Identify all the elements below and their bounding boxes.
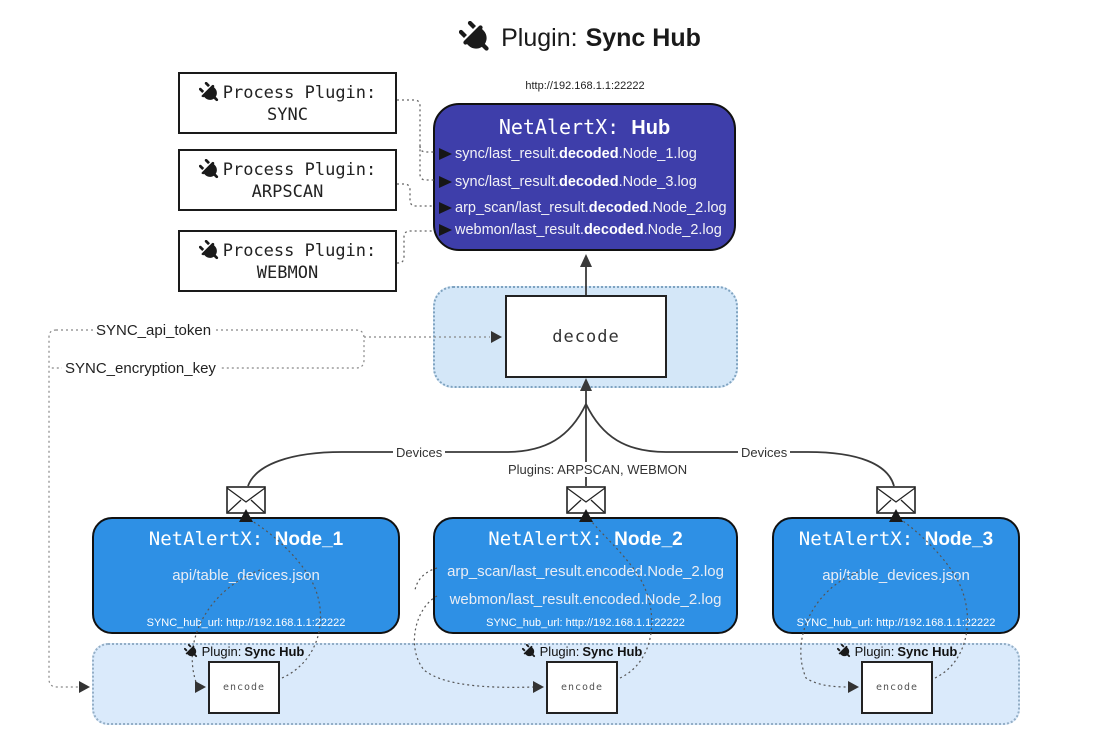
encode-box: encode [546,661,618,714]
node-file: api/table_devices.json [822,567,970,584]
node-3-box: NetAlertX: Node_3 api/table_devices.json… [772,517,1020,634]
plug-icon [198,81,218,101]
settings-arrowheads [79,331,502,693]
encode-box: encode [861,661,933,714]
plug-icon [521,643,535,657]
process-plugin-label: Process Plugin: [222,240,377,261]
plug-icon [183,643,197,657]
process-plugin-sync: Process Plugin: SYNC [178,72,397,134]
node-title: NetAlertX: Node_1 [148,528,344,550]
process-plugin-name: SYNC [267,104,308,125]
encode-plugin-label: Plugin:Sync Hub [492,643,672,659]
title-name: Sync Hub [585,23,701,52]
settings-down-left [48,329,79,688]
process-plugin-label: Process Plugin: [222,159,377,180]
node-file: api/table_devices.json [172,567,320,584]
hub-log-row: sync/last_result.decoded.Node_1.log [439,143,697,165]
node-hub-url: SYNC_hub_url: http://192.168.1.1:22222 [486,617,685,629]
node-hub-url: SYNC_hub_url: http://192.168.1.1:22222 [146,617,346,629]
process-plugin-label: Process Plugin: [222,82,377,103]
node-title: NetAlertX: Node_2 [488,528,683,550]
plug-icon [198,239,218,259]
hub-log-row: webmon/last_result.decoded.Node_2.log [439,219,722,241]
hub-box: NetAlertX: Hub sync/last_result.decoded.… [433,103,736,251]
process-plugin-arpscan: Process Plugin: ARPSCAN [178,149,397,211]
plug-icon [198,158,218,178]
node-title: NetAlertX: Node_3 [798,528,994,550]
hub-title: NetAlertX: Hub [435,115,734,140]
devices-left-label: Devices [393,445,446,460]
plug-icon [459,21,489,51]
title-prefix: Plugin: [501,23,578,52]
encode-plugin-label: Plugin:Sync Hub [154,643,334,659]
connector-webmon [397,230,434,264]
encode-plugin-label: Plugin:Sync Hub [807,643,987,659]
connector-sync-branch [419,145,434,153]
arrow-right-icon [439,202,452,214]
arrow-right-icon [439,176,452,188]
plugins-edge-label: Plugins: ARPSCAN, WEBMON [505,462,691,477]
hub-title-name: Hub [631,117,671,139]
plug-icon [836,643,850,657]
hub-log-row: arp_scan/last_result.decoded.Node_2.log [439,197,727,219]
sync-encryption-key-label: SYNC_encryption_key [62,360,219,377]
plugin-connectors [397,99,434,264]
sync-api-token-label: SYNC_api_token [93,322,215,339]
hub-title-prefix: NetAlertX: [498,115,620,139]
hub-log-row: sync/last_result.decoded.Node_3.log [439,171,697,193]
node-file: arp_scan/last_result.encoded.Node_2.log [447,563,724,580]
decode-box: decode [505,295,667,378]
connector-arpscan [397,183,434,207]
process-plugin-name: ARPSCAN [251,181,324,202]
encode-box: encode [208,661,280,714]
node-file: webmon/last_result.encoded.Node_2.log [449,591,722,608]
connector-sync [397,99,434,181]
hub-url: http://192.168.1.1:22222 [525,80,645,92]
node-1-box: NetAlertX: Node_1 api/table_devices.json… [92,517,400,634]
arrow-right-icon [439,148,452,160]
devices-right-label: Devices [738,445,791,460]
arrow-up-icon [580,254,592,267]
arrow-right-icon [439,224,452,236]
page-title: Plugin: Sync Hub [380,18,780,58]
arrow-right-icon [79,681,90,693]
node-hub-url: SYNC_hub_url: http://192.168.1.1:22222 [796,617,996,629]
process-plugin-name: WEBMON [256,262,319,283]
node-2-box: NetAlertX: Node_2 arp_scan/last_result.e… [433,517,738,634]
process-plugin-webmon: Process Plugin: WEBMON [178,230,397,292]
